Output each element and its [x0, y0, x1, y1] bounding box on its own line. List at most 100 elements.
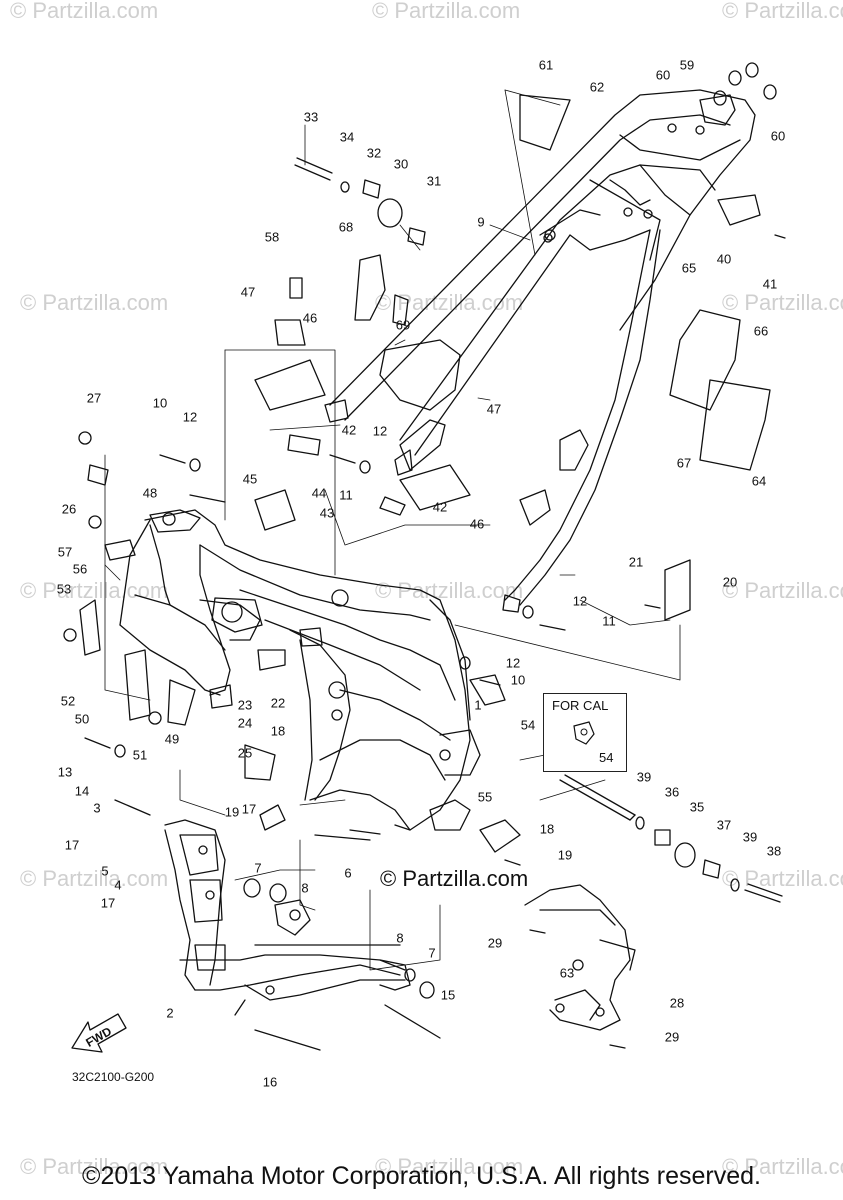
part-callout: 11 [339, 487, 353, 503]
part-callout: 44 [311, 485, 327, 501]
part-callout: 24 [237, 715, 253, 731]
rear-subframe [324, 89, 756, 613]
part-callout: 11 [602, 613, 616, 629]
part-callout: 46 [302, 310, 318, 326]
part-callout: 16 [262, 1074, 278, 1090]
part-callout: 40 [716, 251, 732, 267]
part-callout: 1 [474, 697, 482, 713]
part-callout: 32 [366, 145, 382, 161]
part-callout: 65 [681, 260, 697, 276]
part-callout: 6 [344, 865, 352, 881]
part-callout: 12 [182, 409, 198, 425]
part-callout: 3 [93, 800, 101, 816]
part-callout: 22 [270, 695, 286, 711]
part-callout: 10 [510, 672, 526, 688]
main-frame [119, 509, 481, 831]
part-callout: 45 [242, 471, 258, 487]
part-callout: 14 [74, 783, 90, 799]
part-callout: 35 [689, 799, 705, 815]
part-callout: 8 [301, 880, 309, 896]
for-cal-inset: FOR CAL 54 [543, 693, 627, 772]
for-cal-part-number: 54 [599, 750, 614, 765]
part-callout: 8 [396, 930, 404, 946]
part-callout: 19 [557, 847, 573, 863]
part-callout: 59 [679, 57, 695, 73]
pivot-shaft [559, 774, 783, 903]
part-callout: 69 [395, 317, 411, 333]
part-callout: 58 [264, 229, 280, 245]
part-callout: 25 [237, 745, 253, 761]
part-callout: 68 [338, 219, 354, 235]
part-callout: 12 [572, 593, 588, 609]
part-callout: 42 [341, 422, 357, 438]
part-callout: 56 [72, 561, 88, 577]
part-callout: 5 [101, 863, 109, 879]
part-callout: 50 [74, 711, 90, 727]
part-callout: 63 [559, 965, 575, 981]
part-callout: 18 [539, 821, 555, 837]
part-callout: 54 [520, 717, 536, 733]
part-callout: 12 [505, 655, 521, 671]
part-callout: 64 [751, 473, 767, 489]
part-callout: 51 [132, 747, 148, 763]
part-callout: 42 [432, 499, 448, 515]
for-cal-part-drawing [573, 721, 595, 745]
part-callout: 52 [60, 693, 76, 709]
part-callout: 21 [628, 554, 644, 570]
part-callout: 17 [100, 895, 116, 911]
part-callout: 7 [254, 860, 262, 876]
part-callout: 41 [762, 276, 778, 292]
part-callout: 9 [477, 214, 485, 230]
part-callout: 67 [676, 455, 692, 471]
part-callout: 39 [636, 769, 652, 785]
part-callout: 48 [142, 485, 158, 501]
part-callout: 62 [589, 79, 605, 95]
engine-mount-bracket [164, 819, 411, 1016]
part-callout: 36 [664, 784, 680, 800]
part-callout: 46 [469, 516, 485, 532]
part-callout: 15 [440, 987, 456, 1003]
part-callout: 60 [770, 128, 786, 144]
part-callout: 53 [56, 581, 72, 597]
part-callout: 17 [64, 837, 80, 853]
part-callout: 20 [722, 574, 738, 590]
diagram-code: 32C2100-G200 [72, 1070, 155, 1084]
part-callout: 2 [166, 1005, 174, 1021]
leader-lines [104, 89, 681, 971]
part-callout: 34 [339, 129, 355, 145]
part-callout: 26 [61, 501, 77, 517]
part-callout: 43 [319, 505, 335, 521]
part-callout: 57 [57, 544, 73, 560]
part-callout: 47 [486, 401, 502, 417]
part-callout: 55 [477, 789, 493, 805]
part-callout: 29 [487, 935, 503, 951]
part-callout: 38 [766, 843, 782, 859]
fasteners [63, 157, 786, 1051]
part-callout: 31 [426, 173, 442, 189]
part-callout: 61 [538, 57, 554, 73]
fwd-arrow-icon [71, 1013, 127, 1053]
part-callout: 12 [372, 423, 388, 439]
side-bracket [524, 884, 636, 1031]
part-callout: 60 [655, 67, 671, 83]
part-callout: 28 [669, 995, 685, 1011]
part-callout: 4 [114, 877, 122, 893]
part-callout: 17 [241, 801, 257, 817]
part-callout: 47 [240, 284, 256, 300]
part-callout: 23 [237, 697, 253, 713]
part-callout: 10 [152, 395, 168, 411]
part-callout: 39 [742, 829, 758, 845]
part-callout: 29 [664, 1029, 680, 1045]
part-callout: 19 [224, 804, 240, 820]
part-callout: 30 [393, 156, 409, 172]
part-callout: 18 [270, 723, 286, 739]
small-parts [79, 62, 777, 853]
for-cal-label: FOR CAL [552, 698, 609, 713]
part-callout: 27 [86, 390, 102, 406]
part-callout: 13 [57, 764, 73, 780]
part-callout: 49 [164, 731, 180, 747]
part-callout: 7 [428, 945, 436, 961]
copyright-notice: ©2013 Yamaha Motor Corporation, U.S.A. A… [82, 1162, 761, 1190]
